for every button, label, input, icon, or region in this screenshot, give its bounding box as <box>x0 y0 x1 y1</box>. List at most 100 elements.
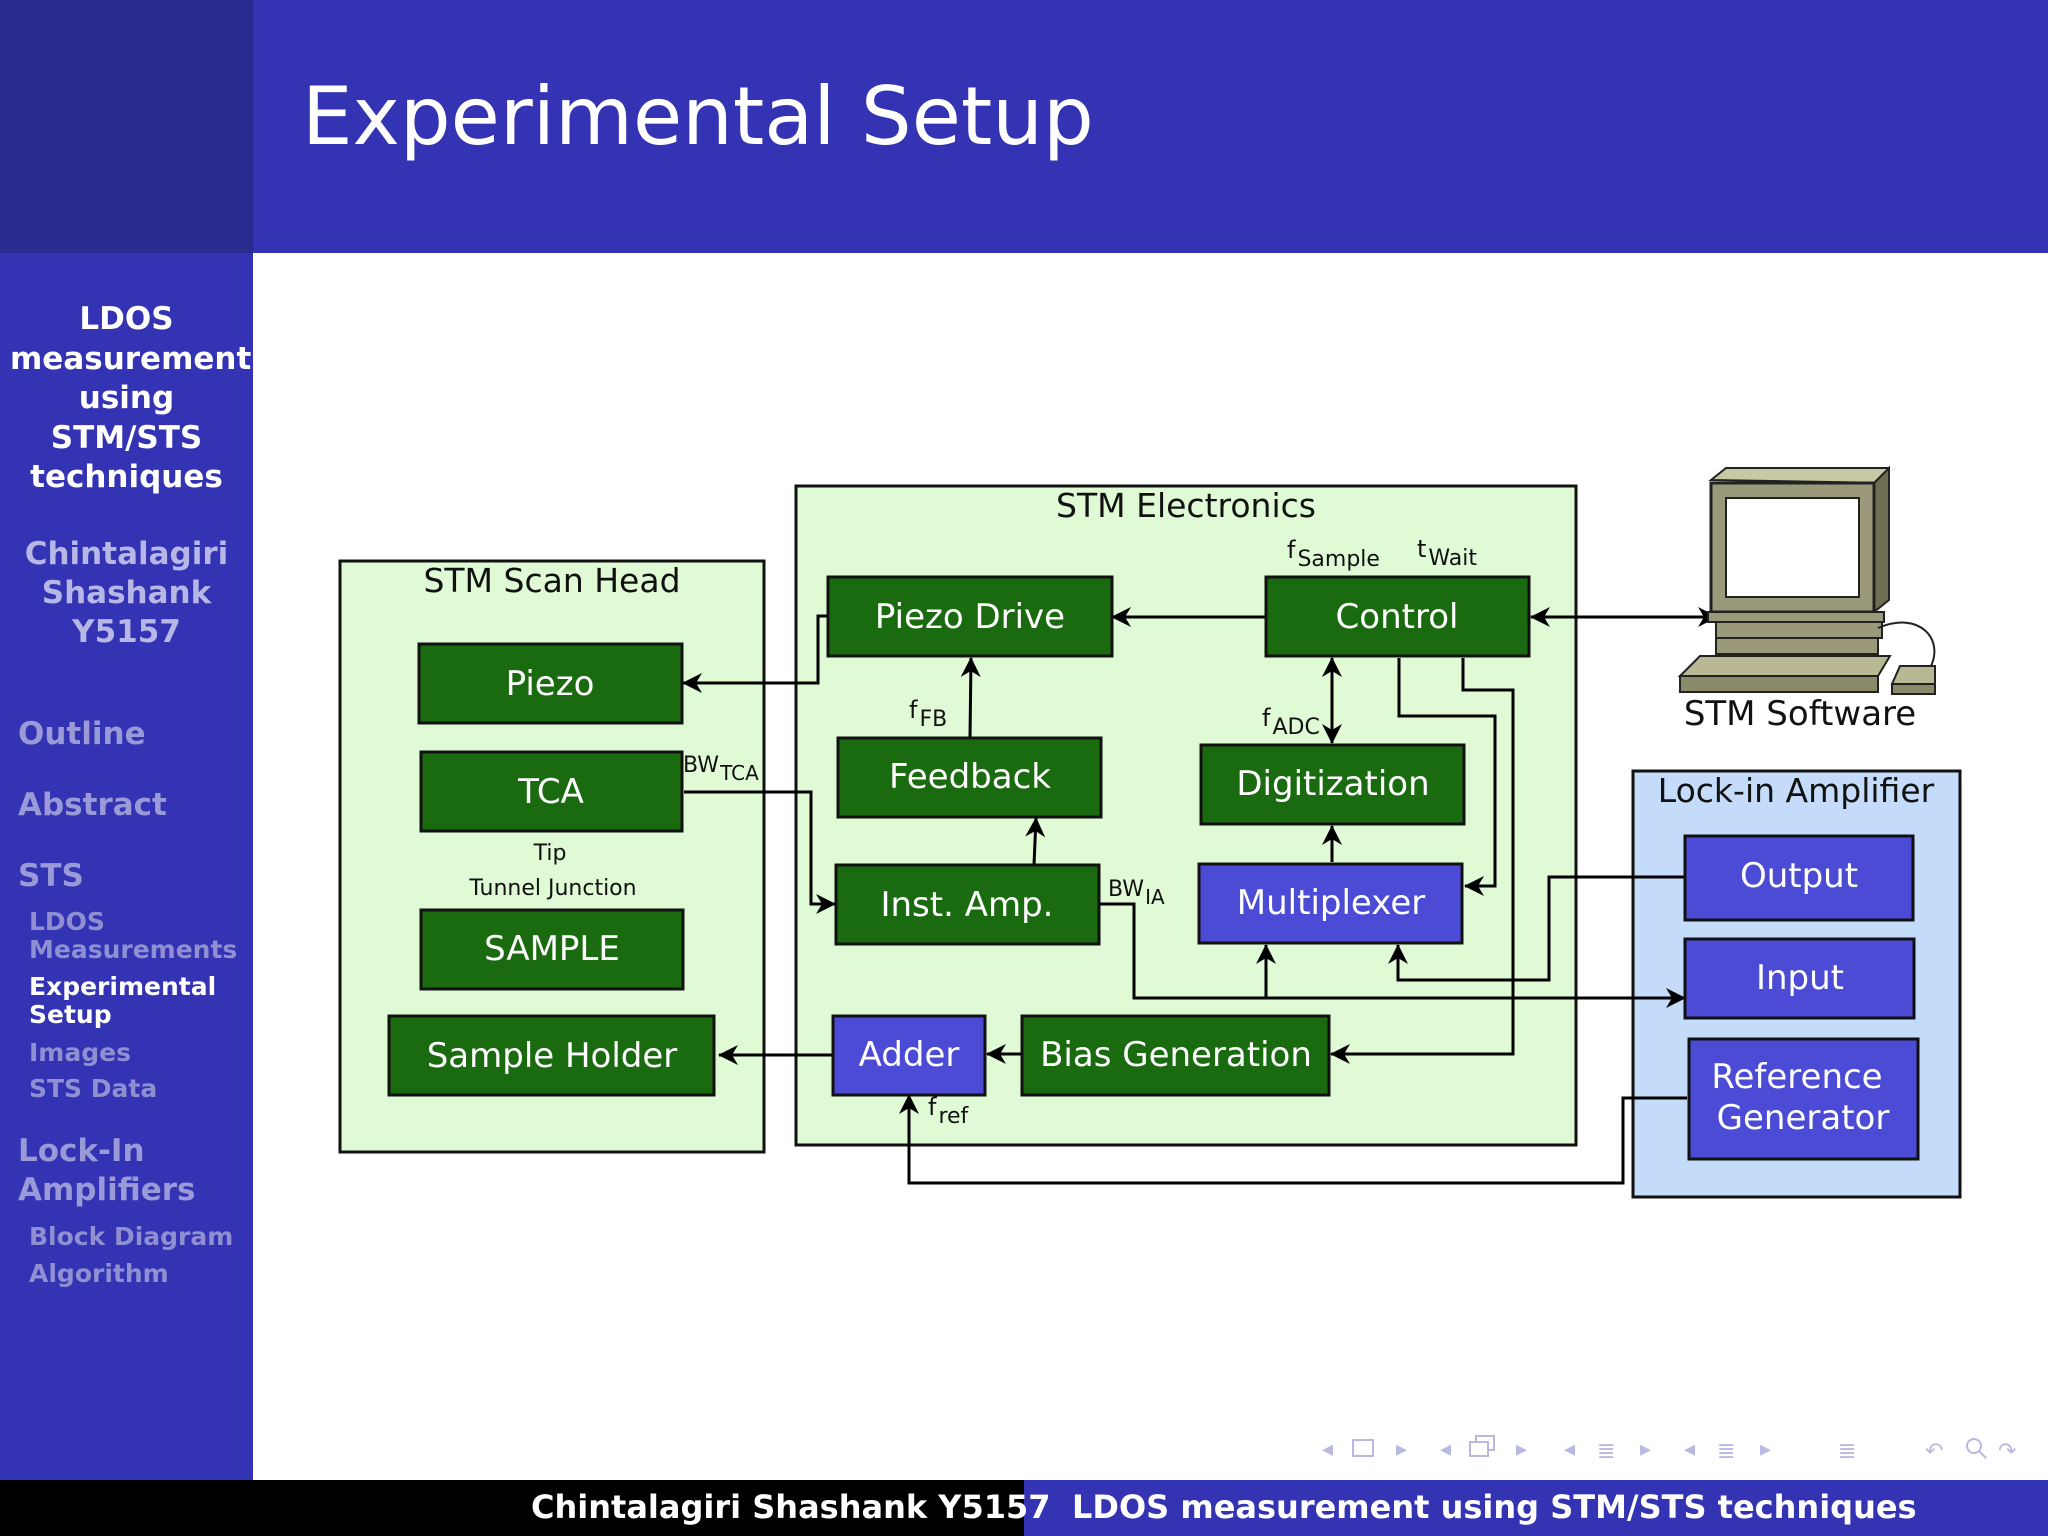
sidebar-item-experimental-setup[interactable]: Experimental Setup <box>29 973 216 1029</box>
wire-reference-adder <box>899 1094 1687 1185</box>
f-fb-label: fFB <box>909 696 947 732</box>
sidebar-item-label: Measurements <box>29 935 238 964</box>
block-sample-holder <box>387 1014 716 1097</box>
block-control-label: Control <box>1336 597 1459 637</box>
nav-prev-section-icon[interactable]: ◂ <box>1564 1437 1575 1462</box>
block-piezo-drive <box>826 575 1114 658</box>
sidebar-item-outline[interactable]: Outline <box>18 716 146 752</box>
lockin-label: Lock-in Amplifier <box>1658 771 1935 810</box>
wire-instamp-lockin-input <box>1099 902 1686 1008</box>
block-bias-generation-label: Bias Generation <box>1040 1035 1312 1075</box>
footer-author[interactable]: Chintalagiri Shashank Y5157 <box>531 1488 1051 1526</box>
f-ref-label: fref <box>928 1093 970 1129</box>
block-diagram: STM Scan Head STM Electronics Lock-in Am… <box>338 465 2016 1464</box>
sidebar-item-label: Lock-In <box>18 1133 145 1169</box>
block-output <box>1683 834 1915 922</box>
wire-control-bias <box>1330 658 1515 1064</box>
sidebar-item-sts-data[interactable]: STS Data <box>29 1074 158 1103</box>
block-digitization <box>1199 743 1466 826</box>
block-input <box>1683 937 1916 1020</box>
block-inst-amp-label: Inst. Amp. <box>880 885 1053 925</box>
nav-prev-subsection-icon[interactable]: ◂ <box>1684 1437 1695 1462</box>
wire-tca-instamp <box>684 790 836 914</box>
talk-title[interactable]: LDOS measurement using STM/STS technique… <box>10 300 252 498</box>
nav-prev-frame-icon[interactable]: ◂ <box>1322 1437 1333 1462</box>
wire-piezo-drive-piezo <box>682 614 828 693</box>
block-piezo-label: Piezo <box>506 664 595 704</box>
sidebar-item-label: Setup <box>29 1000 112 1029</box>
block-reference-label: Reference <box>1711 1057 1882 1097</box>
talk-title-line: measurement <box>10 340 252 377</box>
footer-author-bar <box>0 1480 1024 1536</box>
sidebar-item-label: Experimental <box>29 972 217 1001</box>
block-adder <box>831 1014 987 1097</box>
sidebar-item-lock-in-amplifiers[interactable]: Lock-In Amplifiers <box>18 1132 195 1210</box>
nav-search-icon[interactable] <box>1966 1438 1987 1459</box>
block-sample-holder-label: Sample Holder <box>427 1036 678 1076</box>
wire-feedback-piezo-drive <box>960 657 981 739</box>
sidebar-item-block-diagram[interactable]: Block Diagram <box>29 1222 234 1251</box>
tunnel-junction-label: Tunnel Junction <box>468 876 636 901</box>
block-feedback <box>836 736 1103 819</box>
wire-control-multiplexer <box>1397 658 1497 896</box>
page-title: Experimental Setup <box>302 70 1094 163</box>
nav-symbols: ◂ ▸ ◂ ▸ ◂ ≣ ▸ ◂ ≣ ▸ ≣ ↶ ↷ <box>1322 1435 2016 1464</box>
wire-instamp-feedback <box>1025 817 1046 866</box>
f-sample-label: fSample <box>1287 536 1380 572</box>
author-line: Y5157 <box>72 614 181 650</box>
block-reference-generator <box>1687 1037 1920 1161</box>
block-multiplexer-label: Multiplexer <box>1237 883 1425 923</box>
block-inst-amp <box>834 863 1101 946</box>
block-tca <box>419 750 684 833</box>
sidebar-item-label: Amplifiers <box>18 1172 196 1208</box>
author-line: Shashank <box>41 575 212 611</box>
nav-next-subsection-icon[interactable]: ▸ <box>1760 1437 1771 1462</box>
block-piezo-drive-label: Piezo Drive <box>875 597 1065 637</box>
nav-next-frame-icon[interactable]: ▸ <box>1396 1437 1407 1462</box>
talk-title-line: using <box>78 380 175 416</box>
header-bar <box>253 0 2048 253</box>
nav-next-section-icon[interactable]: ▸ <box>1640 1437 1651 1462</box>
sidebar-logo-area <box>0 0 253 253</box>
sidebar-item-sts[interactable]: STS <box>18 858 84 894</box>
talk-author[interactable]: Chintalagiri Shashank Y5157 <box>10 535 243 652</box>
sidebar-item-images[interactable]: Images <box>29 1038 131 1067</box>
block-adder-label: Adder <box>859 1035 960 1075</box>
computer-icon <box>1677 465 1936 695</box>
block-input-label: Input <box>1756 958 1844 998</box>
electronics-label: STM Electronics <box>1056 486 1316 525</box>
t-wait-label: tWait <box>1417 535 1477 571</box>
footer-title[interactable]: LDOS measurement using STM/STS technique… <box>1072 1488 1917 1526</box>
sidebar-item-label: LDOS <box>29 907 105 936</box>
software-label: STM Software <box>1684 694 1916 734</box>
tip-label: Tip <box>533 841 567 866</box>
block-bias-generation <box>1020 1014 1331 1097</box>
bw-ia-label: BWIA <box>1108 877 1165 909</box>
talk-title-line: STM/STS <box>50 419 203 456</box>
block-control <box>1264 575 1531 658</box>
nav-forward-icon[interactable]: ↷ <box>1998 1439 2016 1464</box>
f-adc-label: fADC <box>1262 704 1320 740</box>
nav-back-icon[interactable]: ↶ <box>1925 1439 1943 1464</box>
block-multiplexer <box>1197 862 1464 945</box>
nav-section-icon[interactable]: ≣ <box>1597 1439 1615 1464</box>
sidebar-item-abstract[interactable]: Abstract <box>18 787 167 823</box>
block-tca-label: TCA <box>517 772 584 812</box>
block-sample-label: SAMPLE <box>484 929 620 969</box>
block-generator-label: Generator <box>1717 1098 1890 1138</box>
talk-title-line: LDOS <box>79 301 174 337</box>
sidebar-item-algorithm[interactable]: Algorithm <box>29 1259 169 1288</box>
nav-slide-icon[interactable] <box>1469 1435 1495 1457</box>
nav-next-slide-icon[interactable]: ▸ <box>1516 1437 1527 1462</box>
talk-title-line: techniques <box>30 459 223 495</box>
nav-toc-icon[interactable]: ≣ <box>1838 1439 1856 1464</box>
wire-output-multiplexer <box>1388 875 1685 982</box>
nav-frame-icon[interactable] <box>1352 1439 1374 1457</box>
nav-prev-slide-icon[interactable]: ◂ <box>1440 1437 1451 1462</box>
block-digitization-label: Digitization <box>1236 764 1429 804</box>
nav-subsection-icon[interactable]: ≣ <box>1717 1439 1735 1464</box>
scan-head-label: STM Scan Head <box>423 561 680 600</box>
bw-tca-label: BWTCA <box>683 753 759 785</box>
sidebar-item-ldos-measurements[interactable]: LDOS Measurements <box>29 908 237 964</box>
block-feedback-label: Feedback <box>889 757 1051 797</box>
